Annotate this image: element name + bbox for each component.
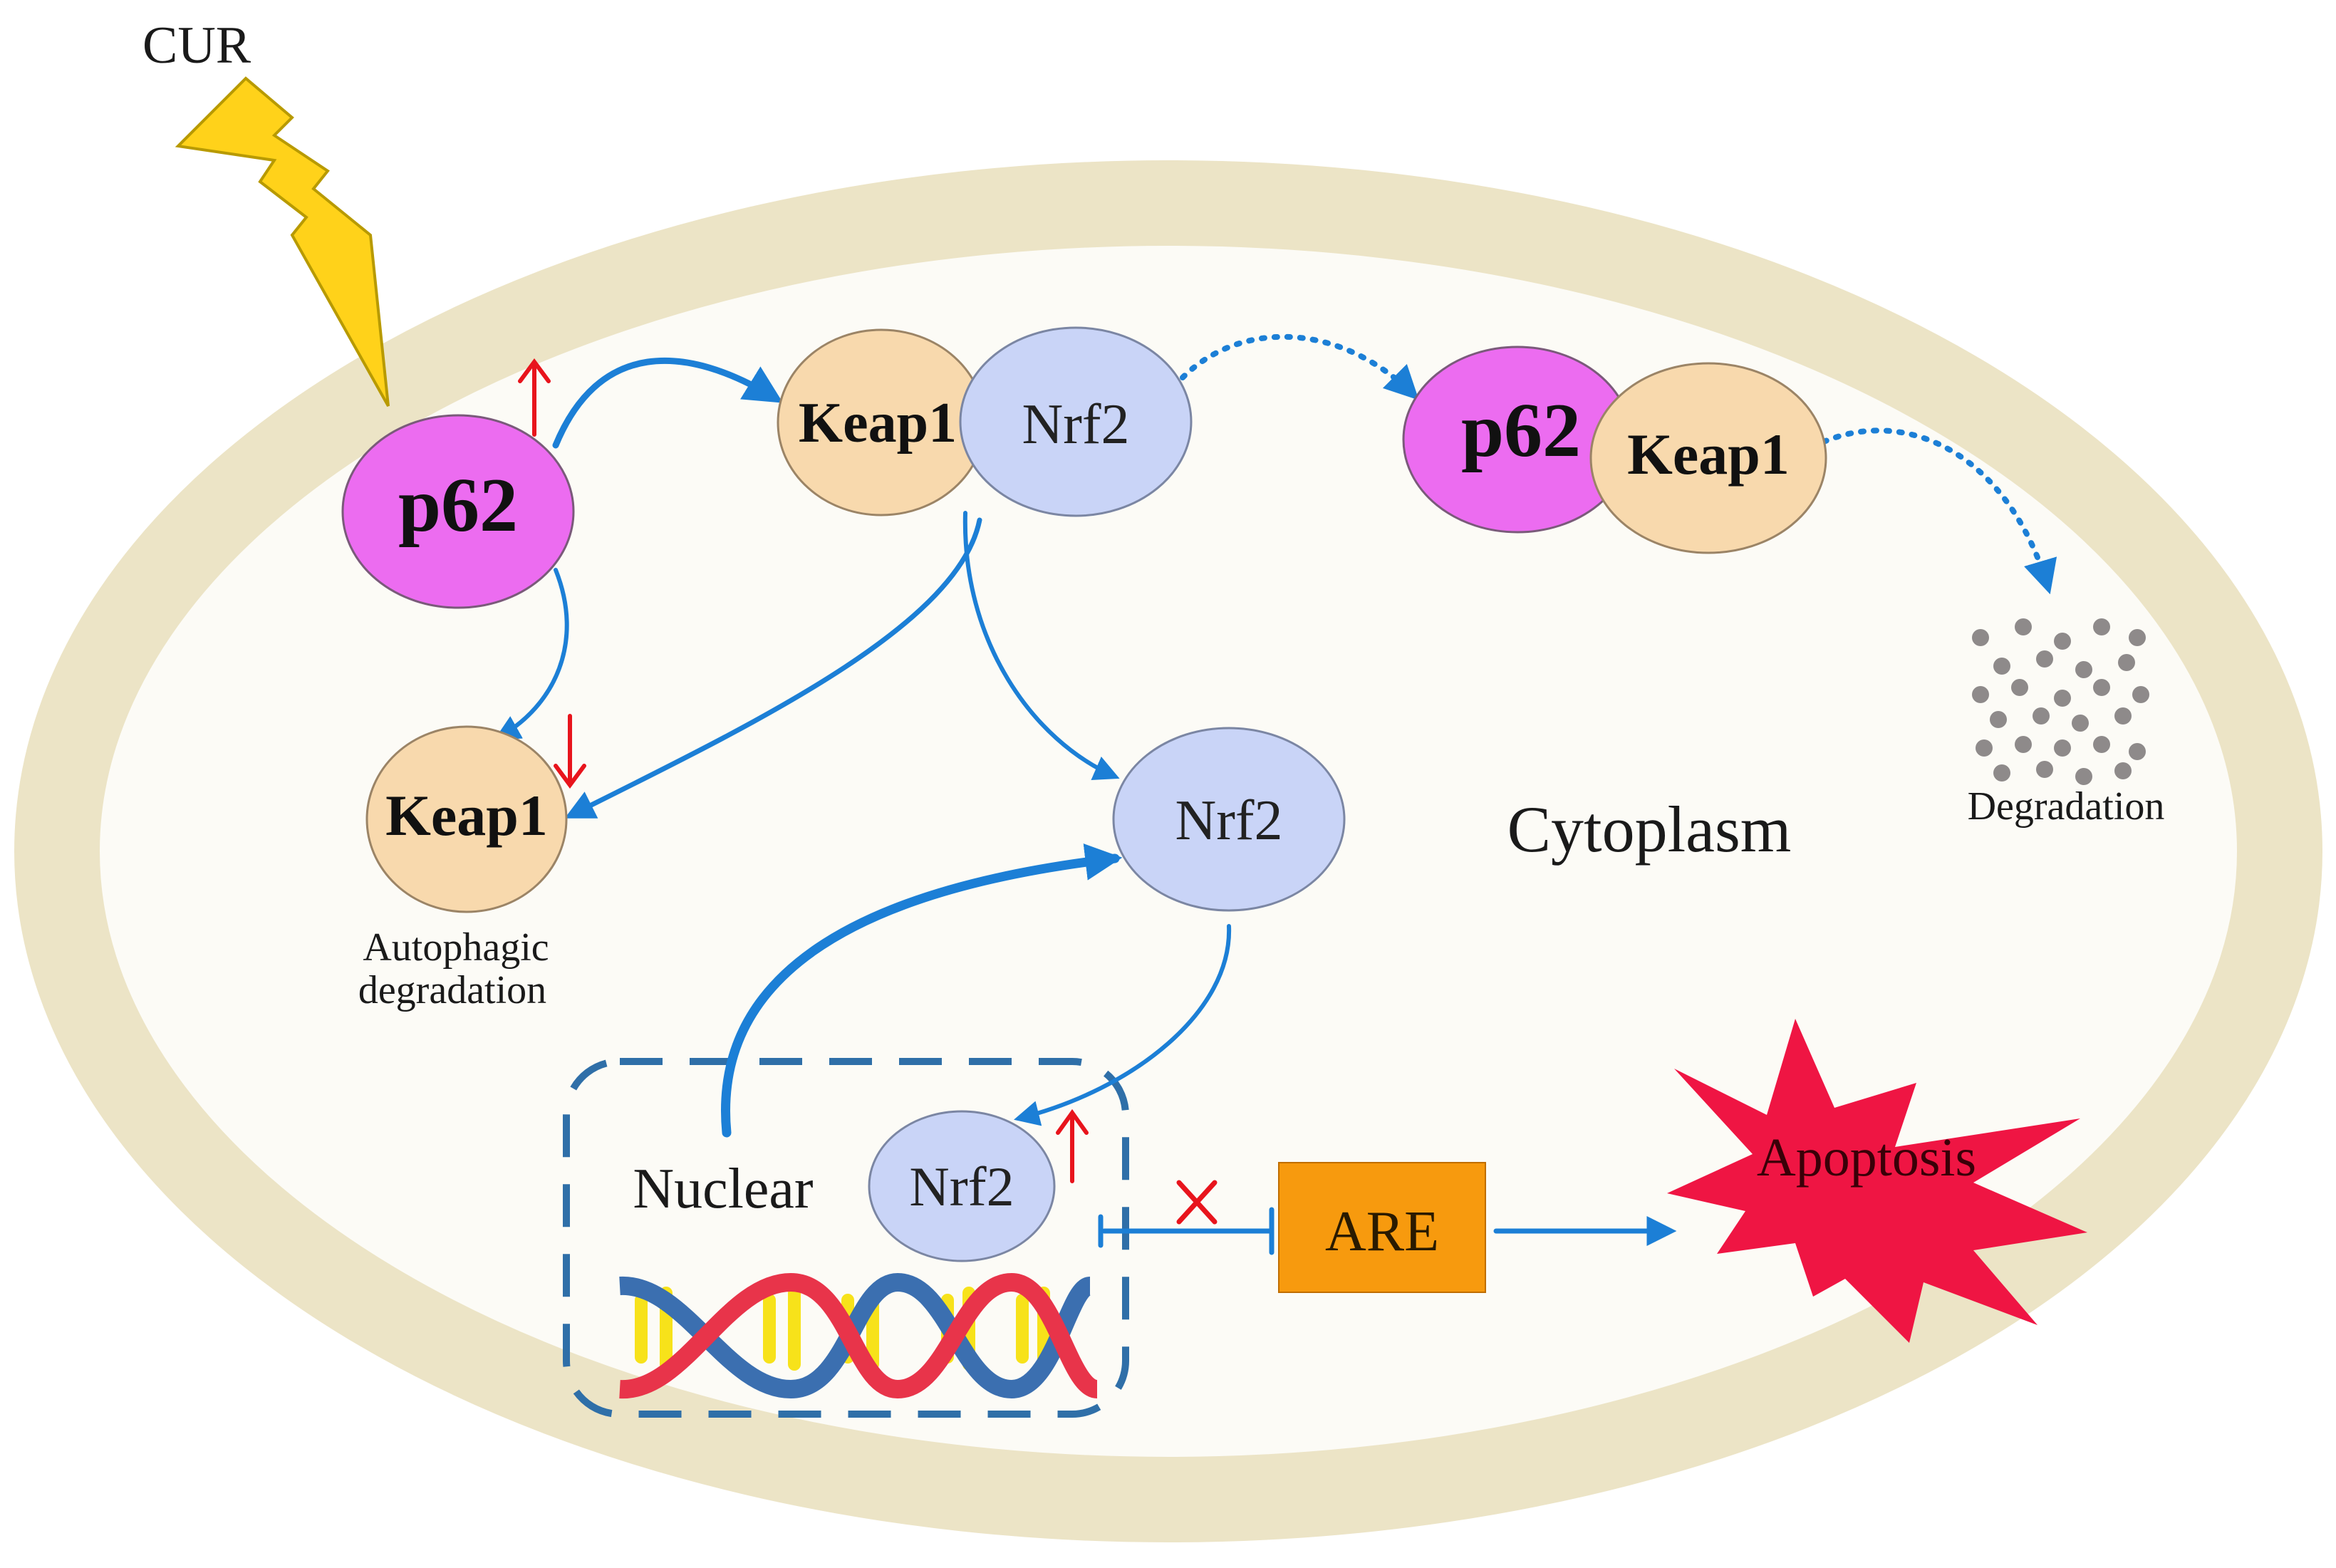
red-cross-icon — [1176, 1180, 1218, 1225]
lightning-bolt-icon — [175, 76, 390, 407]
p62-node — [341, 414, 575, 609]
arrow-complex-to-keap1 — [564, 517, 982, 819]
dna-double-helix-icon — [619, 1272, 1099, 1399]
arrow-p62keap1-to-degradation — [1821, 427, 2057, 595]
cytoplasm-label: Cytoplasm — [1507, 793, 1792, 866]
arrow-p62-to-keap1 — [494, 568, 569, 740]
nrf2-middle-label: Nrf2 — [1175, 789, 1282, 852]
arrow-complex-to-nrf2 — [962, 511, 1120, 781]
nrf2-up-arrow — [1056, 1108, 1089, 1183]
keap1-down-arrow — [554, 714, 586, 789]
degradation-dots — [1972, 618, 2149, 785]
are-box — [1278, 1162, 1486, 1293]
keap1-complex-label: Keap1 — [799, 392, 957, 455]
nrf2-nucleus-label: Nrf2 — [909, 1156, 1014, 1217]
nucleus-box — [563, 1058, 1129, 1418]
inhibition-line — [1098, 1207, 1275, 1255]
autophagic-label-line1: Autophagic — [363, 925, 549, 970]
keap1-right-node — [1589, 362, 1827, 554]
p62-up-arrow — [518, 358, 551, 437]
keap1-right-label: Keap1 — [1627, 422, 1790, 487]
cur-label: CUR — [142, 16, 251, 75]
nuclear-label: Nuclear — [633, 1158, 813, 1220]
degradation-label: Degradation — [1968, 784, 2165, 829]
nrf2-complex-label: Nrf2 — [1022, 393, 1129, 456]
arrow-nucleus-to-nrf2 — [721, 843, 1123, 1138]
are-label: ARE — [1325, 1200, 1439, 1263]
arrow-complex-to-p62keap1 — [1180, 333, 1419, 400]
apoptosis-label: Apoptosis — [1757, 1128, 1976, 1188]
p62-right-label: p62 — [1461, 388, 1581, 473]
burst-star-icon — [1667, 1019, 2087, 1343]
arrow-nrf2-to-nucleus — [1014, 924, 1232, 1126]
nrf2-middle-node — [1112, 727, 1346, 912]
nrf2-complex-node — [959, 326, 1193, 517]
keap1-lower-node — [365, 725, 568, 913]
nrf2-nucleus-node — [868, 1110, 1056, 1262]
arrow-p62-to-complex — [552, 357, 784, 449]
autophagic-label-line2: degradation — [358, 968, 546, 1012]
p62-label: p62 — [398, 463, 518, 548]
keap1-lower-label: Keap1 — [385, 783, 548, 848]
